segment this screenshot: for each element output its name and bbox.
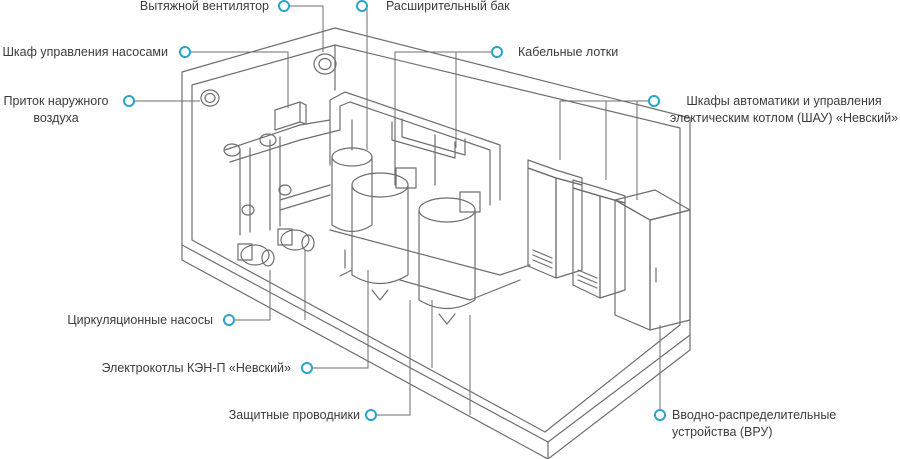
air-inlet-callout-marker (123, 95, 135, 107)
fan-label: Вытяжной вентилятор (139, 0, 269, 13)
electric-boiler (339, 167, 417, 301)
circulation-pump (237, 243, 275, 267)
boilers-callout-marker (301, 362, 313, 374)
container-frame (181, 27, 691, 459)
electric-boiler (418, 191, 481, 325)
vru-label-line2: устройства (ВРУ) (672, 425, 773, 439)
pipework (223, 91, 501, 236)
fan-callout-marker (278, 0, 290, 12)
air-inlet-label-line1: Приток наружного (3, 94, 109, 108)
air-inlet-label: Приток наружного воздуха (0, 93, 112, 127)
expansion-tank-label: Расширительный бак (386, 0, 510, 13)
automation-callout-marker (648, 95, 660, 107)
vru-cabinet (614, 189, 691, 331)
callout-leaders (134, 5, 661, 416)
air-inlet-label-line2: воздуха (33, 111, 79, 125)
floor-rails (329, 229, 531, 301)
automation-label-line1: Шкафы автоматики и управления (686, 94, 882, 108)
pump-cabinet-callout-marker (179, 46, 191, 58)
pumps-label: Циркуляционные насосы (67, 313, 213, 327)
circulation-pump (277, 228, 315, 252)
pump-control-cabinet (274, 101, 307, 131)
exhaust-fan (313, 53, 337, 75)
pump-cabinet-label: Шкаф управления насосами (2, 45, 168, 59)
cable-trays-callout-marker (491, 46, 503, 58)
automation-cabinet (527, 159, 583, 279)
outdoor-air-inlet (200, 89, 220, 107)
vru-label-line1: Вводно-распределительные (672, 408, 837, 422)
automation-label-line2: электическим котлом (ШАУ) «Невский» (669, 111, 899, 125)
cable-trays-label: Кабельные лотки (518, 45, 619, 59)
vru-label: Вводно-распределительные устройства (ВРУ… (672, 407, 836, 441)
cable-tray (391, 118, 466, 159)
vru-callout-marker (654, 409, 666, 421)
automation-cabinet (572, 179, 626, 299)
pumps-callout-marker (223, 314, 235, 326)
expansion-tank-callout-marker (356, 0, 368, 12)
ground-callout-marker (365, 409, 377, 421)
automation-label: Шкафы автоматики и управления электическ… (668, 93, 900, 127)
boilers-label: Электрокотлы КЭН-П «Невский» (101, 361, 291, 375)
ground-label: Защитные проводники (228, 408, 360, 422)
